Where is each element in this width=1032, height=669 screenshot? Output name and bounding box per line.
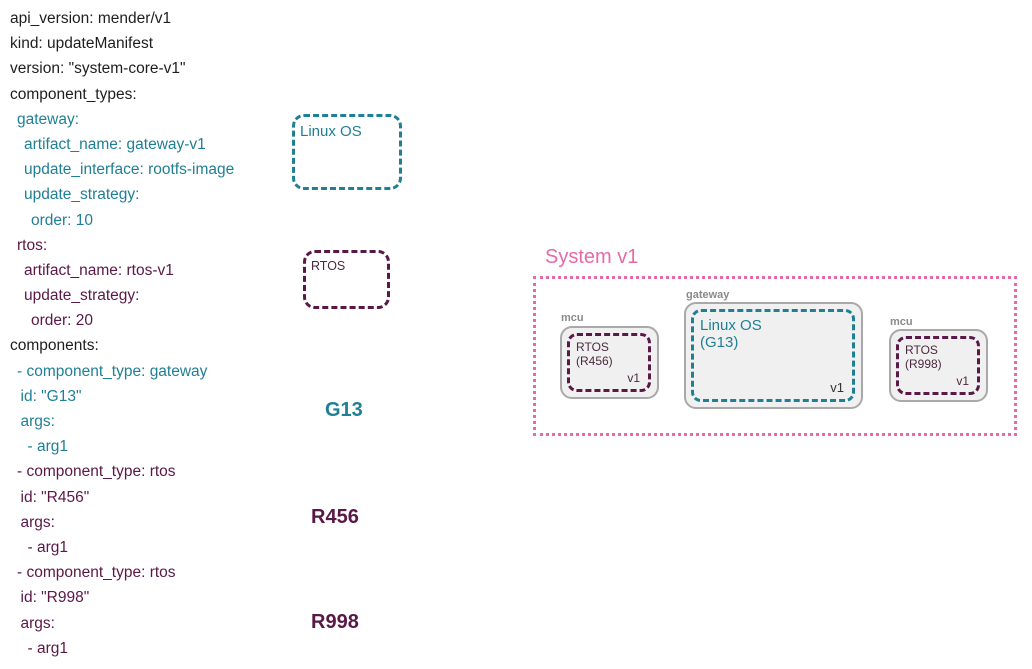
yaml-line: - component_type: rtos: [17, 463, 176, 481]
update-manifest-yaml: api_version: mender/v1 kind: updateManife…: [10, 6, 234, 661]
linux-os-g13-version: v1: [830, 380, 844, 395]
component-id-g13: G13: [325, 399, 363, 421]
yaml-line: update_interface: rootfs-image: [24, 161, 235, 179]
yaml-line: artifact_name: rtos-v1: [24, 261, 174, 279]
yaml-line: components:: [10, 337, 99, 355]
yaml-line: kind: updateManifest: [10, 35, 154, 53]
yaml-line: args:: [20, 614, 55, 632]
rtos-r456-label: RTOS (R456): [576, 340, 613, 369]
yaml-line: api_version: mender/v1: [10, 10, 172, 27]
component-id-r456: R456: [311, 506, 359, 528]
yaml-line: artifact_name: gateway-v1: [24, 135, 206, 153]
yaml-line: - arg1: [27, 538, 69, 556]
yaml-line: component_types:: [10, 85, 137, 103]
linux-os-legend-label: Linux OS: [300, 123, 362, 140]
yaml-line: rtos:: [17, 236, 48, 254]
yaml-line: id: "R998": [20, 589, 90, 607]
yaml-line: order: 20: [31, 312, 94, 330]
rtos-r998-id: (R998): [905, 356, 942, 371]
yaml-line: - arg1: [27, 639, 69, 657]
rtos-r456-type: RTOS: [576, 340, 609, 354]
yaml-line: id: "R456": [20, 488, 90, 506]
linux-os-g13-id: (G13): [700, 334, 739, 352]
rtos-r456-version: v1: [627, 371, 640, 385]
yaml-line: update_strategy:: [24, 186, 140, 204]
yaml-line: order: 10: [31, 211, 94, 229]
system-boundary: [533, 276, 1017, 436]
yaml-line: update_strategy:: [24, 287, 140, 305]
yaml-line: - arg1: [27, 438, 69, 456]
linux-os-g13-label: Linux OS (G13): [700, 317, 762, 352]
mcu-right-tag: mcu: [890, 316, 913, 328]
linux-os-legend-box: Linux OS: [292, 114, 402, 190]
rtos-r998-version: v1: [956, 374, 969, 388]
yaml-line: gateway:: [17, 110, 80, 128]
gateway-tag: gateway: [686, 289, 730, 301]
rtos-r456-box: RTOS (R456) v1: [567, 333, 651, 392]
linux-os-g13-type: Linux OS: [700, 317, 762, 334]
yaml-line: version: "system-core-v1": [10, 60, 186, 78]
yaml-line: id: "G13": [20, 387, 82, 405]
mcu-left-tag: mcu: [561, 312, 584, 324]
system-title: System v1: [545, 246, 639, 268]
rtos-r998-type: RTOS: [905, 343, 938, 357]
linux-os-g13-box: Linux OS (G13) v1: [691, 309, 855, 402]
yaml-line: - component_type: rtos: [17, 564, 176, 582]
rtos-r998-box: RTOS (R998) v1: [896, 336, 980, 395]
mcu-left-node: RTOS (R456) v1: [560, 326, 659, 399]
component-id-r998: R998: [311, 611, 359, 633]
yaml-line: - component_type: gateway: [17, 362, 208, 380]
rtos-r456-id: (R456): [576, 353, 613, 368]
yaml-line: args:: [20, 413, 55, 430]
mcu-right-node: RTOS (R998) v1: [889, 329, 988, 402]
gateway-node: Linux OS (G13) v1: [684, 302, 863, 409]
yaml-line: args:: [20, 513, 55, 531]
rtos-r998-label: RTOS (R998): [905, 343, 942, 372]
rtos-legend-label: RTOS: [311, 259, 346, 273]
rtos-legend-box: RTOS: [303, 250, 390, 309]
